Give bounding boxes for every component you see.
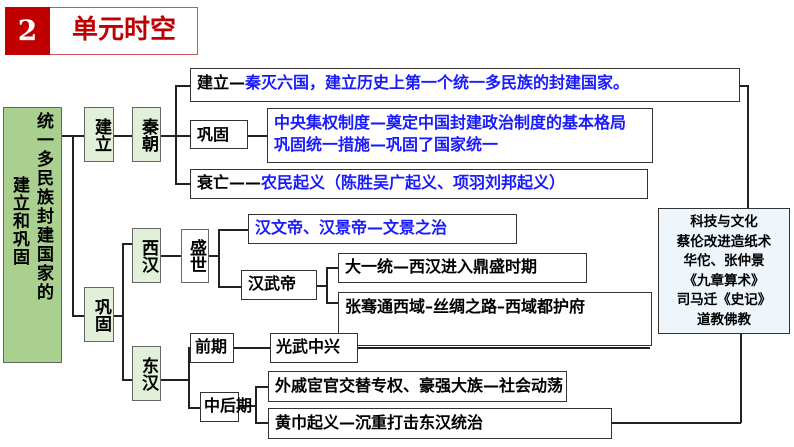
- connector-line: [114, 135, 132, 137]
- connector-line: [114, 315, 123, 317]
- node-qin-dynasty: 秦朝: [132, 107, 161, 162]
- node-qin-consolidate: 巩固: [190, 120, 248, 149]
- node-golden-age: 盛世: [181, 229, 209, 283]
- node-wenjing: 汉文帝、汉景帝—文景之治: [248, 214, 517, 244]
- connector-line: [612, 422, 741, 424]
- connector-line: [188, 407, 200, 409]
- section-title-box: [50, 7, 198, 55]
- node-western-han: 西汉: [132, 228, 161, 283]
- node-eastern-han: 东汉: [132, 346, 161, 401]
- culture-line: 道教佛教: [697, 311, 751, 328]
- culture-line: 《九章算术》: [683, 272, 765, 289]
- connector-line: [218, 229, 220, 286]
- connector-line: [218, 229, 248, 231]
- node-early-period: 前期: [190, 333, 234, 363]
- node-late-period: 中后期: [200, 392, 252, 422]
- connector-line: [317, 285, 326, 287]
- culture-box: 科技与文化 蔡伦改进造纸术 华佗、张仲景 《九章算术》 司马迁《史记》 道教佛教: [658, 208, 790, 334]
- node-consort-eunuch: 外戚宦官交替专权、豪强大族—社会动荡: [268, 371, 567, 402]
- node-qin-consolidate-detail: 中央集权制度—奠定中国封建政治制度的基本格局巩固统一措施—巩固了国家统一: [267, 108, 653, 163]
- node-establishment: 建立: [84, 107, 114, 162]
- node-guangwu: 光武中兴: [270, 333, 358, 363]
- consolidate-line1: 中央集权制度—奠定中国封建政治制度的基本格局: [274, 113, 627, 132]
- node-yellow-turban: 黄巾起义—沉重打击东汉统治: [268, 408, 612, 439]
- node-grand-unification: 大一统—西汉进入鼎盛时期: [338, 253, 587, 283]
- culture-line: 科技与文化: [690, 214, 758, 230]
- connector-line: [255, 386, 268, 388]
- culture-line: 华佗、张仲景: [683, 253, 765, 269]
- connector-line: [248, 135, 267, 137]
- connector-line: [122, 243, 124, 380]
- connector-line: [326, 267, 338, 269]
- connector-line: [72, 135, 74, 316]
- connector-line: [175, 183, 190, 185]
- consolidate-line2: 巩固统一措施—巩固了国家统一: [274, 135, 499, 154]
- root-topic-box: [3, 107, 62, 363]
- connector-line: [358, 347, 650, 349]
- connector-line: [161, 379, 189, 381]
- node-qin-decline: 衰亡——农民起义（陈胜吴广起义、项羽刘邦起义）: [190, 169, 648, 199]
- node-zhang-qian: 张骞通西域–丝绸之路–西域都护府: [338, 292, 652, 346]
- node-qin-establish: 建立—秦灭六国，建立历史上第一个统一多民族的封建国家。: [190, 68, 740, 102]
- connector-line: [255, 386, 257, 423]
- connector-line: [161, 255, 181, 257]
- section-title: 单元时空: [72, 15, 177, 45]
- connector-line: [326, 302, 338, 304]
- root-topic-line2: 建立和巩固: [9, 176, 29, 266]
- establish-text: 秦灭六国，建立历史上第一个统一多民族的封建国家。: [245, 73, 630, 92]
- root-topic-line1: 统一多民族封建国家的: [33, 112, 53, 302]
- connector-line: [218, 286, 241, 288]
- connector-line: [122, 379, 132, 381]
- connector-line: [72, 315, 84, 317]
- connector-line: [740, 333, 742, 423]
- connector-line: [747, 85, 749, 208]
- node-emperor-wu: 汉武帝: [241, 270, 317, 300]
- connector-line: [188, 347, 190, 407]
- node-consolidation: 巩固: [84, 287, 114, 342]
- decline-text: 农民起义（陈胜吴广起义、项羽刘邦起义）: [261, 173, 566, 192]
- connector-line: [175, 85, 190, 87]
- connector-line: [740, 85, 748, 87]
- section-number-badge: 2: [5, 7, 50, 55]
- connector-line: [209, 255, 218, 257]
- connector-line: [175, 85, 177, 184]
- connector-line: [326, 267, 328, 303]
- connector-line: [239, 405, 255, 407]
- decline-prefix: 衰亡——: [197, 173, 262, 192]
- connector-line: [122, 243, 132, 245]
- establish-prefix: 建立—: [197, 73, 246, 92]
- culture-line: 司马迁《史记》: [676, 292, 772, 308]
- connector-line: [255, 422, 268, 424]
- connector-line: [234, 347, 270, 349]
- culture-line: 蔡伦改进造纸术: [676, 233, 772, 250]
